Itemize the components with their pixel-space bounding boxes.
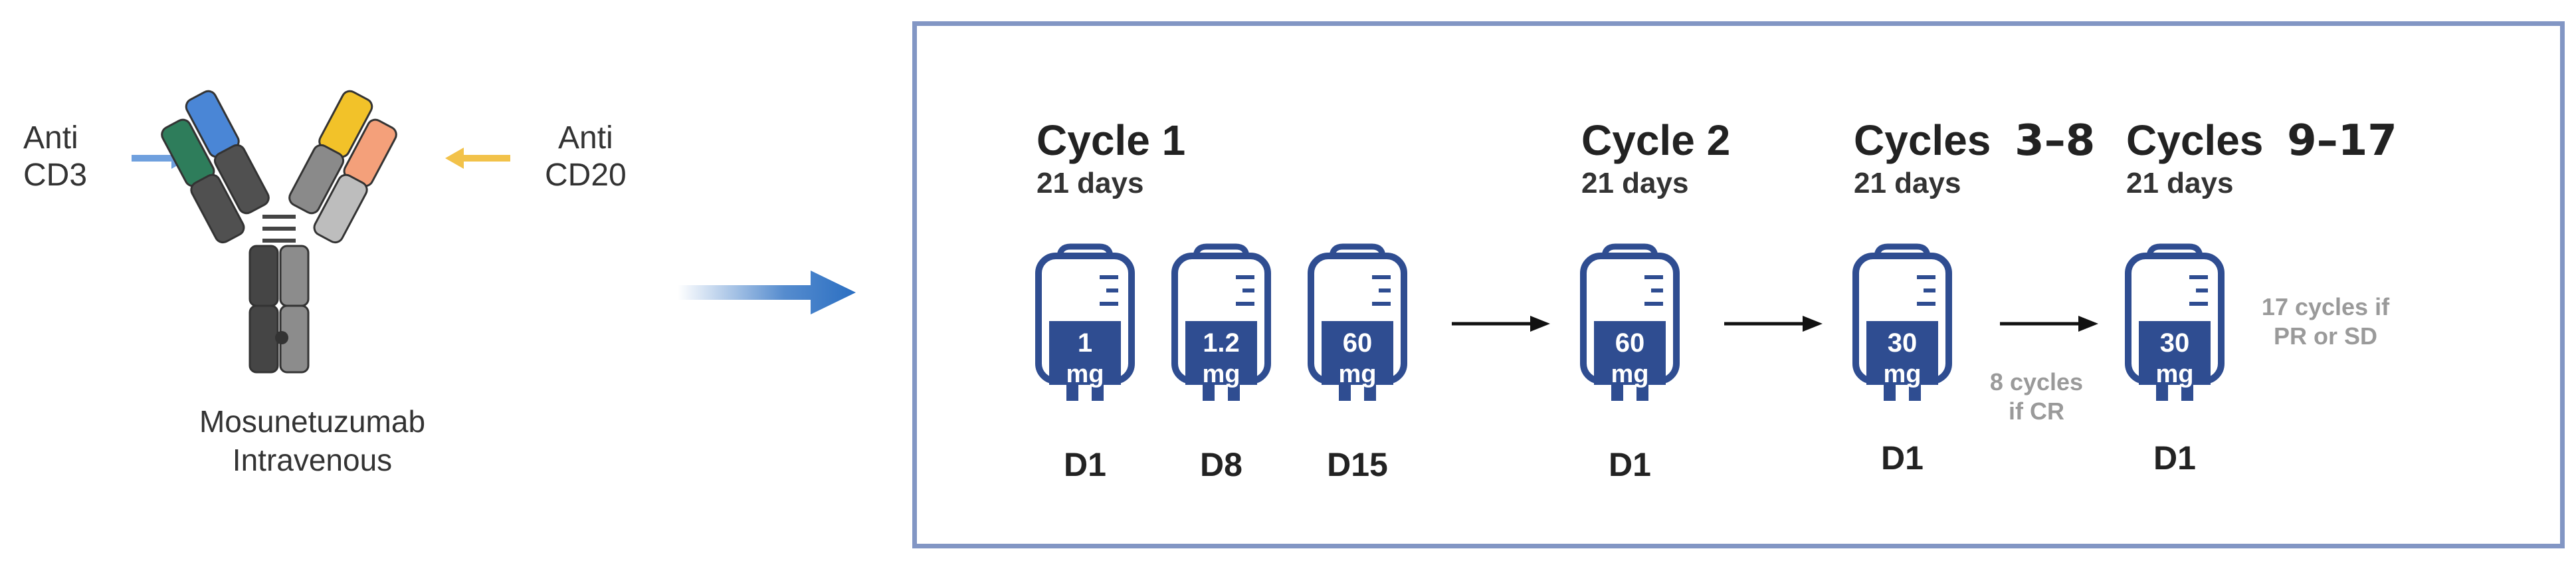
anti-cd20-label-line2: CD20 <box>545 158 627 193</box>
iv-bag-cycle1-d1: 1 mg <box>1033 236 1137 403</box>
dose-value: 30 <box>1887 328 1918 358</box>
anti-cd20-label-line1: Anti <box>558 120 613 156</box>
iv-bag-cycle1-d15: 60 mg <box>1306 236 1409 403</box>
day-label-d8: D8 <box>1200 446 1242 483</box>
cd20-arrow-icon <box>445 148 510 169</box>
drug-name: Mosunetuzumab Intravenous <box>146 402 478 479</box>
iv-bag-icon <box>1308 243 1407 401</box>
dose-value: 60 <box>1342 328 1373 358</box>
cycle-2-title: Cycle 2 <box>1581 116 1731 164</box>
iv-bag-icon <box>1580 243 1680 401</box>
day-label-d1: D1 <box>1881 439 1924 477</box>
cycle-1-title: Cycle 1 <box>1037 116 1186 164</box>
drug-name-line1: Mosunetuzumab <box>199 404 426 439</box>
day-label-d1: D1 <box>2153 439 2196 477</box>
arrow-right-icon <box>1452 316 1550 332</box>
cycle-2-duration: 21 days <box>1581 167 1689 199</box>
day-label-d1: D1 <box>1064 446 1106 483</box>
bispecific-antibody-icon <box>161 90 397 374</box>
dose-unit: mg <box>1611 360 1649 388</box>
dose-unit: mg <box>1202 360 1240 388</box>
iv-bag-icon <box>1035 243 1135 401</box>
arrow-right-icon <box>2000 316 2098 332</box>
dose-unit: mg <box>1066 360 1104 388</box>
cycles-9-17-title: Cycles 9–17 <box>2126 116 2397 165</box>
dose-unit: mg <box>1883 360 1922 388</box>
iv-bag-icon <box>2125 243 2225 401</box>
dose-value: 1.2 <box>1203 328 1240 358</box>
dose-value: 60 <box>1615 328 1645 358</box>
cycles-word: Cycles <box>2126 116 2264 164</box>
iv-bag-icon <box>1171 243 1271 401</box>
cr-note: 8 cycles if CR <box>1977 368 2096 426</box>
pr-sd-note-line2: PR or SD <box>2273 322 2378 350</box>
dose-unit: mg <box>1338 360 1377 388</box>
day-label-d1: D1 <box>1609 446 1651 483</box>
cycles-3-8-duration: 21 days <box>1854 167 1961 199</box>
iv-bag-icon <box>1852 243 1952 401</box>
anti-cd3-label-line1: Anti <box>23 120 78 156</box>
dose-value: 1 <box>1077 328 1093 358</box>
pr-sd-note: 17 cycles if PR or SD <box>2246 292 2405 351</box>
dose-unit: mg <box>2155 360 2194 388</box>
arrow-right-icon <box>1724 316 1823 332</box>
cycles-range: 3–8 <box>2015 116 2096 166</box>
iv-bag-cycles3-8-d1: 30 mg <box>1850 236 1954 403</box>
anti-cd3-label-line2: CD3 <box>23 158 88 193</box>
cycles-range: 9–17 <box>2287 116 2397 166</box>
cycles-9-17-duration: 21 days <box>2126 167 2234 199</box>
pr-sd-note-line1: 17 cycles if <box>2261 293 2390 320</box>
dose-value: 30 <box>2159 328 2190 358</box>
iv-bag-cycle1-d8: 1.2 mg <box>1169 236 1273 403</box>
anti-cd20-label: Anti CD20 <box>545 120 627 194</box>
anti-cd3-label: Anti CD3 <box>23 120 87 194</box>
cr-note-line2: if CR <box>2009 398 2064 425</box>
flow-arrow-icon <box>678 271 856 314</box>
cycle-1-duration: 21 days <box>1037 167 1144 199</box>
cr-note-line1: 8 cycles <box>1989 368 2084 396</box>
day-label-d15: D15 <box>1327 446 1388 483</box>
iv-bag-cycles9-17-d1: 30 mg <box>2123 236 2227 403</box>
cycles-word: Cycles <box>1854 116 1991 164</box>
drug-route-line2: Intravenous <box>232 443 393 477</box>
cycles-3-8-title: Cycles 3–8 <box>1854 116 2095 165</box>
iv-bag-cycle2-d1: 60 mg <box>1578 236 1682 403</box>
